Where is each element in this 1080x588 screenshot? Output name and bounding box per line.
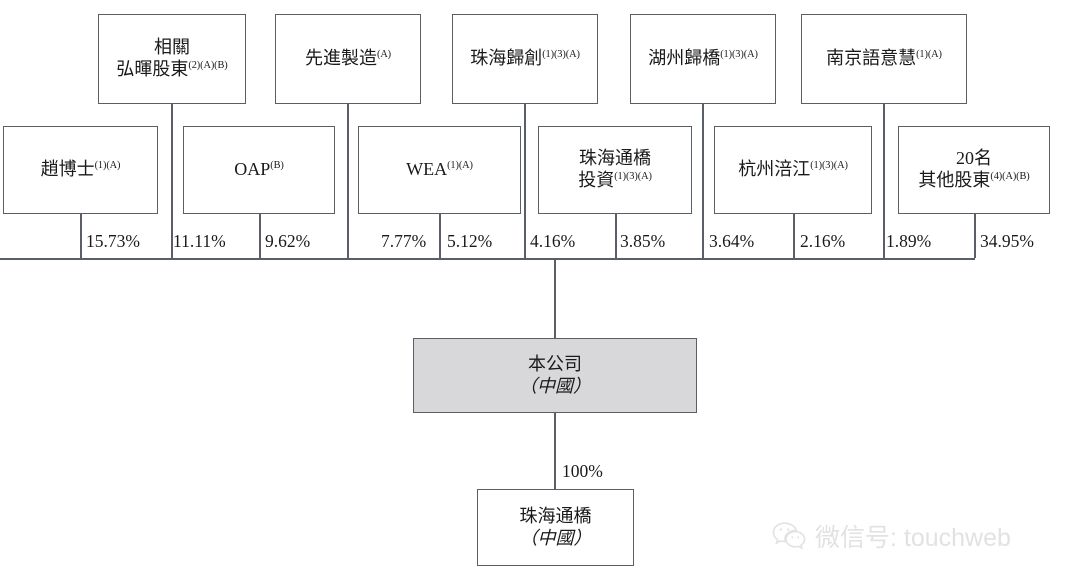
pct-label-8: 3.64% — [709, 231, 755, 251]
tier2-box-wea: WEA(1)(A) — [358, 126, 521, 214]
wechat-icon — [772, 521, 806, 551]
watermark-text: 微信号: touchweb — [815, 524, 1011, 552]
watermark: 微信号: touchweb — [772, 518, 1011, 554]
tier2-dr-zhao-notes: (1)(A) — [94, 160, 121, 172]
tier1-box-nanjing-yuyihui: 南京語意慧(1)(A) — [801, 14, 967, 104]
shareholder-rail — [0, 258, 975, 260]
tier2-box-oap: OAP(B) — [183, 126, 335, 214]
tier2-hangzhou-peijiang-line1: 杭州涪江(1)(3)(A) — [738, 159, 848, 180]
company-jurisdiction: （中國） — [519, 375, 591, 396]
tier1-box-zhuhai-guichuang: 珠海歸創(1)(3)(A) — [452, 14, 598, 104]
connector-tier2-dr-zhao — [80, 214, 82, 258]
tier2-dr-zhao-line1: 趙博士(1)(A) — [40, 159, 121, 180]
tier2-oap-notes: (B) — [270, 160, 284, 172]
tier1-box-honghui: 相關 弘暉股東(2)(A)(B) — [98, 14, 246, 104]
tier1-advanced-manufacturing-line1: 先進製造(A) — [304, 48, 392, 69]
tier1-zhuhai-guichuang-line1: 珠海歸創(1)(3)(A) — [470, 48, 580, 69]
tier2-hangzhou-peijiang-notes: (1)(3)(A) — [810, 160, 848, 172]
connector-tier2-hangzhou-peijiang — [793, 214, 795, 258]
tier1-honghui-line1: 相關 — [154, 37, 190, 58]
tier2-other-shareholders-line1: 20名 — [956, 148, 992, 169]
pct-label-3: 9.62% — [265, 231, 311, 251]
connector-tier1-advanced-manufacturing — [347, 104, 349, 258]
tier2-oap-line1: OAP(B) — [234, 159, 284, 180]
connector-tier1-honghui — [171, 104, 173, 258]
tier2-zhuhai-tongqiao-notes: (1)(3)(A) — [614, 171, 652, 182]
tier2-other-shareholders-line2: 其他股東(4)(A)(B) — [918, 170, 1030, 190]
tier1-nanjing-yuyihui-notes: (1)(A) — [916, 49, 942, 61]
connector-tier2-oap — [259, 214, 261, 258]
tier2-box-other-shareholders: 20名 其他股東(4)(A)(B) — [898, 126, 1050, 214]
subsidiary-name: 珠海通橋 — [519, 505, 592, 526]
company-box: 本公司 （中國） — [413, 338, 697, 413]
tier2-other-shareholders-notes: (4)(A)(B) — [990, 171, 1030, 182]
pct-label-11: 34.95% — [980, 231, 1034, 251]
tier1-huzhou-guiqiao-notes: (1)(3)(A) — [720, 49, 758, 61]
pct-label-10: 1.89% — [886, 231, 932, 251]
connector-tier2-other-shareholders — [974, 214, 976, 258]
tier2-box-hangzhou-peijiang: 杭州涪江(1)(3)(A) — [714, 126, 872, 214]
connector-tier1-zhuhai-guichuang — [524, 104, 526, 258]
connector-tier1-huzhou-guiqiao — [702, 104, 704, 258]
tier1-honghui-line2: 弘暉股東(2)(A)(B) — [116, 59, 228, 79]
connector-tier2-zhuhai-tongqiao-investment — [615, 214, 617, 258]
pct-label-2: 11.11% — [173, 231, 226, 251]
tier1-nanjing-yuyihui-line1: 南京語意慧(1)(A) — [826, 48, 942, 69]
tier2-wea-notes: (1)(A) — [447, 160, 473, 172]
pct-label-7: 3.85% — [620, 231, 666, 251]
tier2-box-zhuhai-tongqiao-investment: 珠海通橋 投資(1)(3)(A) — [538, 126, 692, 214]
tier2-zhuhai-tongqiao-line1: 珠海通橋 — [579, 148, 651, 169]
connector-tier1-nanjing-yuyihui — [883, 104, 885, 258]
tier2-wea-line1: WEA(1)(A) — [406, 159, 473, 180]
tier1-zhuhai-guichuang-notes: (1)(3)(A) — [542, 49, 580, 61]
pct-label-5: 5.12% — [447, 231, 493, 251]
company-name: 本公司 — [528, 353, 582, 374]
subsidiary-box: 珠海通橋 （中國） — [477, 489, 634, 566]
pct-label-4: 7.77% — [381, 231, 427, 251]
subsidiary-pct-label: 100% — [562, 461, 603, 481]
pct-label-1: 15.73% — [86, 231, 140, 251]
tier1-advanced-manufacturing-notes: (A) — [376, 49, 392, 61]
connector-rail-to-company — [554, 258, 556, 338]
subsidiary-jurisdiction: （中國） — [519, 527, 592, 548]
tier2-zhuhai-tongqiao-line2: 投資(1)(3)(A) — [578, 170, 652, 190]
pct-label-6: 4.16% — [530, 231, 576, 251]
tier2-box-dr-zhao: 趙博士(1)(A) — [3, 126, 158, 214]
pct-label-9: 2.16% — [800, 231, 846, 251]
tier1-box-huzhou-guiqiao: 湖州歸橋(1)(3)(A) — [630, 14, 776, 104]
connector-tier2-wea — [439, 214, 441, 258]
connector-company-to-subsidiary — [554, 413, 556, 489]
tier1-huzhou-guiqiao-line1: 湖州歸橋(1)(3)(A) — [648, 48, 758, 69]
tier1-box-advanced-manufacturing: 先進製造(A) — [275, 14, 421, 104]
tier1-honghui-notes: (2)(A)(B) — [188, 60, 228, 71]
